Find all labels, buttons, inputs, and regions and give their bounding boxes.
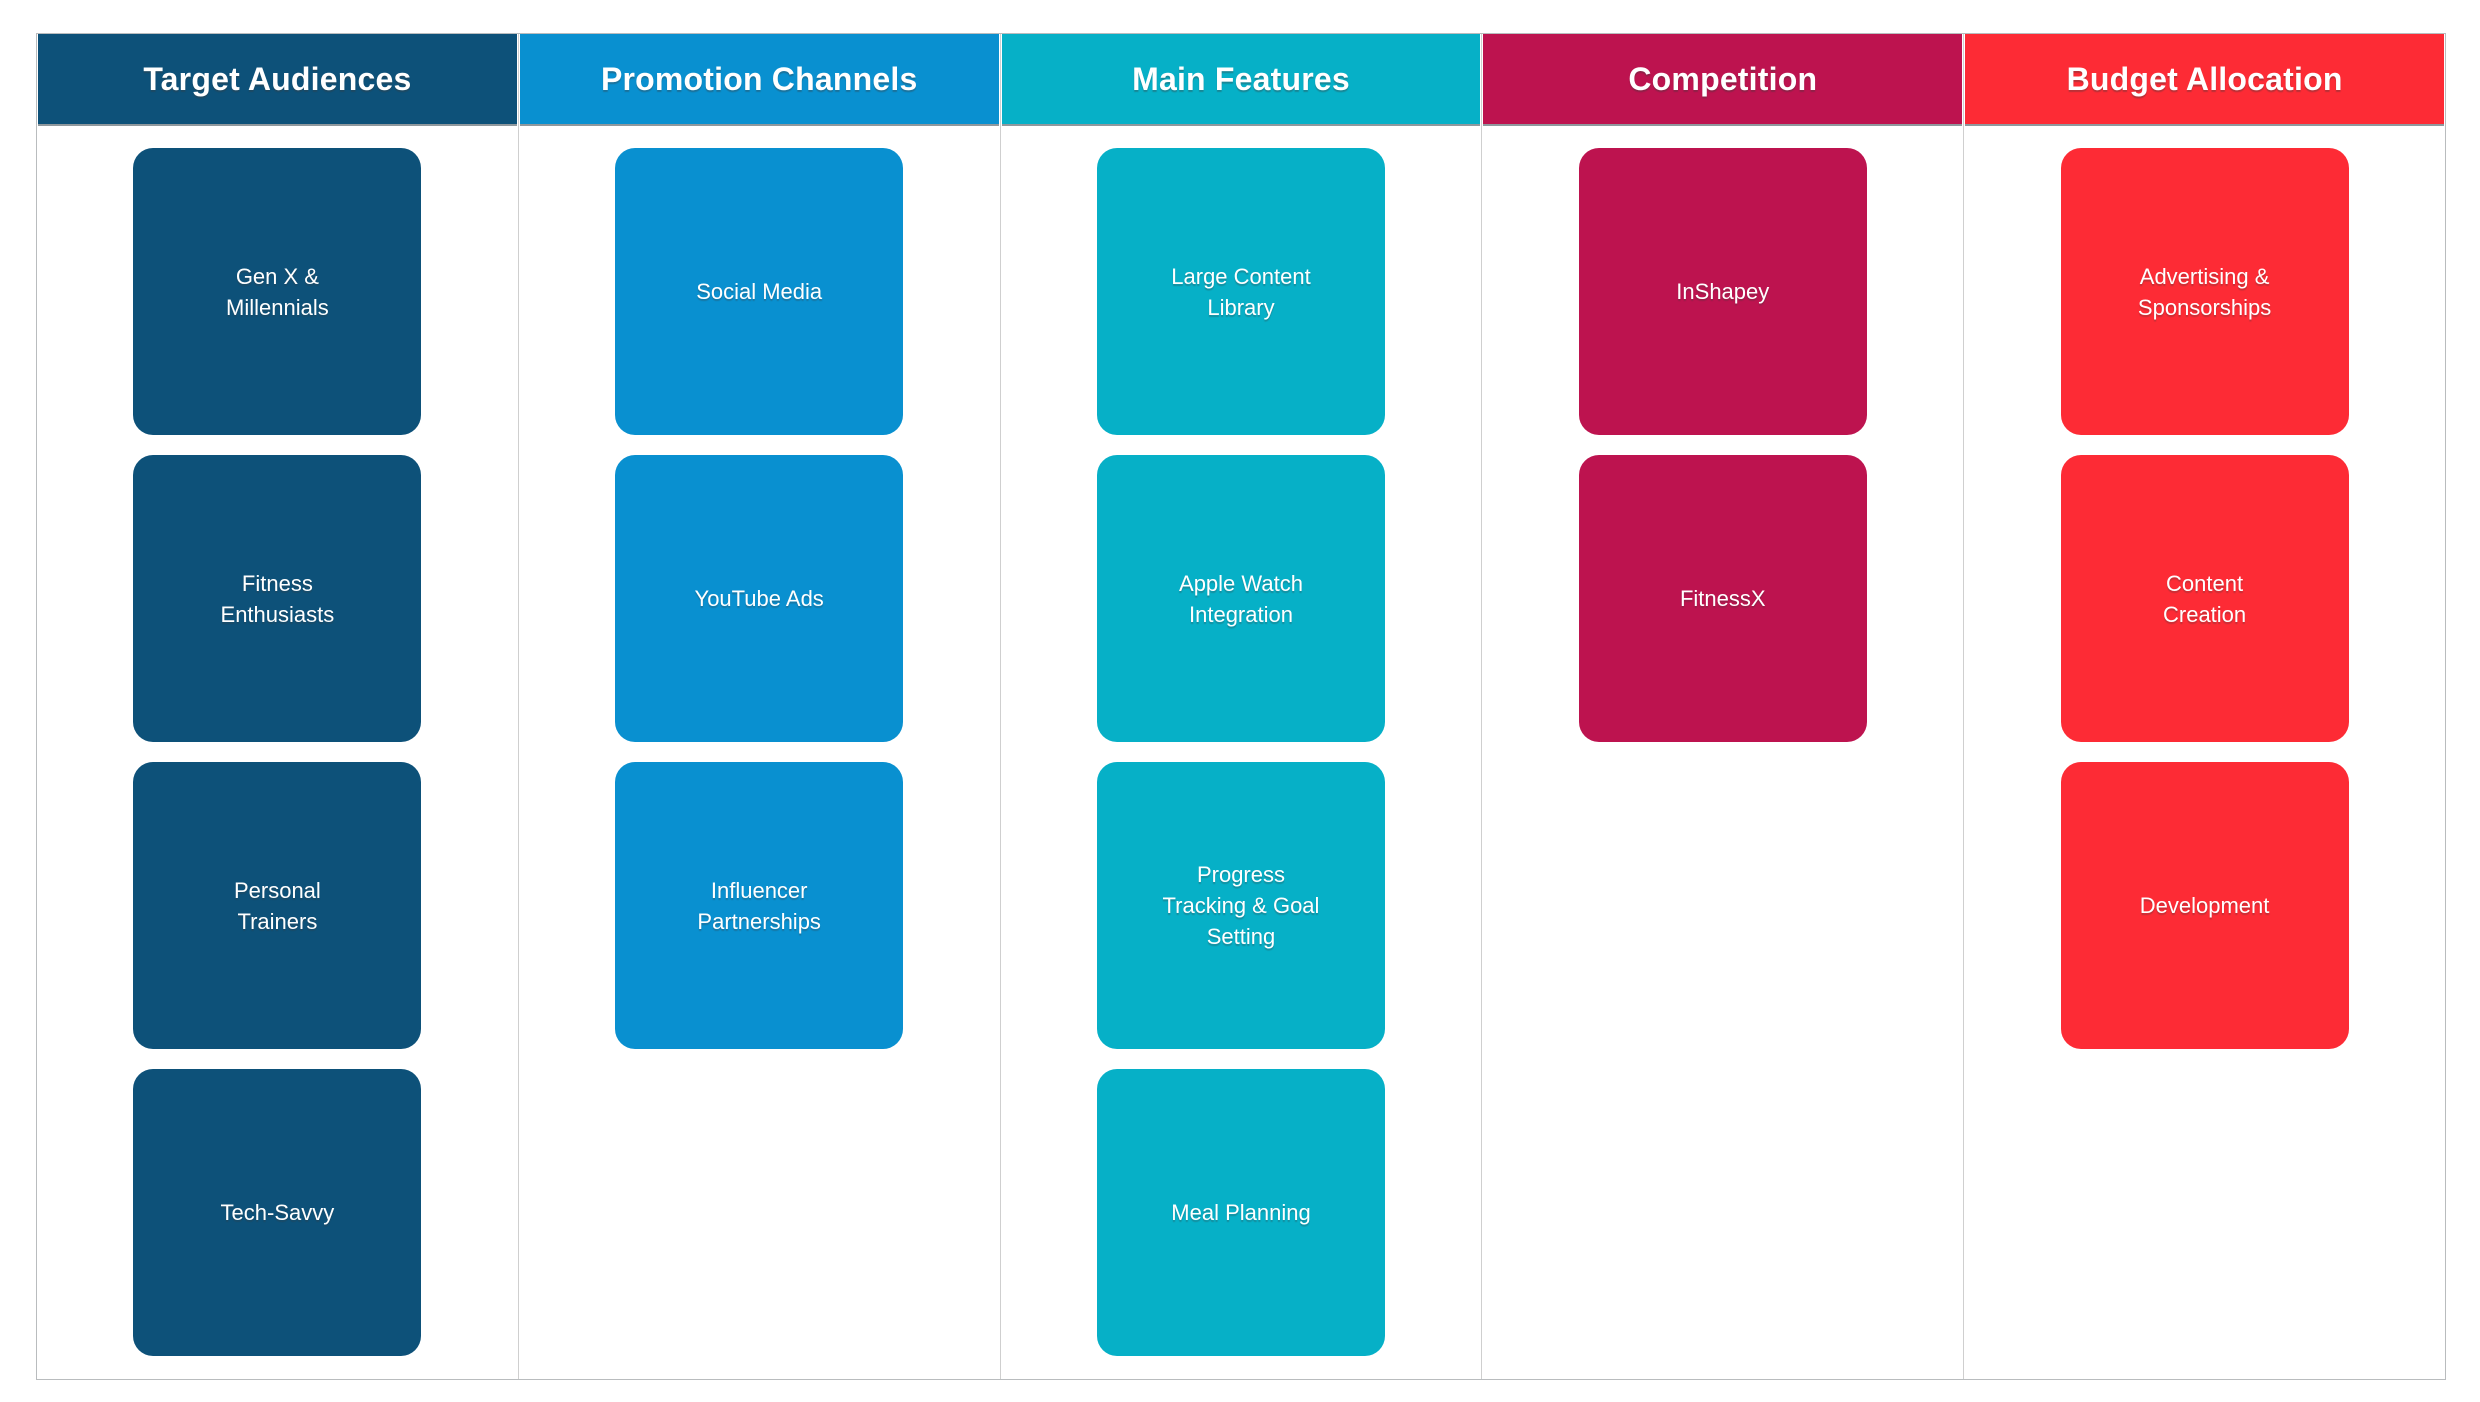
column-header: Main Features — [1001, 34, 1481, 126]
column-promotion-channels: Promotion Channels Social Media YouTube … — [519, 34, 1001, 1379]
column-title: Target Audiences — [143, 60, 412, 97]
column-body: Social Media YouTube Ads Influencer Part… — [519, 126, 1000, 1379]
card-tech-savvy[interactable]: Tech-Savvy — [133, 1069, 422, 1356]
column-title: Promotion Channels — [600, 60, 918, 97]
column-main-features: Main Features Large Content Library Appl… — [1001, 34, 1483, 1379]
card-influencer-partnerships[interactable]: Influencer Partnerships — [615, 762, 904, 1049]
card-advertising-sponsorships[interactable]: Advertising & Sponsorships — [2060, 148, 2349, 435]
column-title: Competition — [1628, 60, 1818, 97]
card-label: YouTube Ads — [694, 586, 824, 611]
card-meal-planning[interactable]: Meal Planning — [1096, 1069, 1385, 1356]
card-social-media[interactable]: Social Media — [615, 148, 904, 435]
card-fitnessx[interactable]: FitnessX — [1578, 455, 1867, 742]
card-progress-tracking-goal-setting[interactable]: Progress Tracking & Goal Setting — [1096, 762, 1385, 1049]
column-target-audiences: Target Audiences Gen X & Millennials Fit… — [37, 34, 519, 1379]
column-header: Budget Allocation — [1965, 34, 2444, 126]
card-content-creation[interactable]: Content Creation — [2060, 455, 2349, 742]
card-personal-trainers[interactable]: Personal Trainers — [133, 762, 422, 1049]
column-competition: Competition InShapey FitnessX — [1482, 34, 1965, 1379]
card-label: Influencer Partnerships — [697, 877, 821, 934]
column-budget-allocation: Budget Allocation Advertising & Sponsors… — [1964, 34, 2445, 1379]
column-header: Competition — [1483, 34, 1963, 126]
card-apple-watch-integration[interactable]: Apple Watch Integration — [1096, 455, 1385, 742]
card-label: Development — [2139, 893, 2270, 918]
card-label: Content Creation — [2163, 570, 2247, 627]
card-label: InShapey — [1676, 279, 1770, 304]
card-label: Social Media — [696, 279, 823, 304]
card-label: Gen X & Millennials — [226, 263, 329, 320]
column-body: InShapey FitnessX — [1482, 126, 1963, 1379]
column-header: Target Audiences — [38, 34, 517, 126]
card-inshapey[interactable]: InShapey — [1578, 148, 1867, 435]
column-header: Promotion Channels — [519, 34, 999, 126]
card-label: Apple Watch Integration — [1179, 570, 1303, 627]
card-label: Meal Planning — [1171, 1200, 1311, 1225]
card-gen-x-millennials[interactable]: Gen X & Millennials — [133, 148, 422, 435]
column-body: Large Content Library Apple Watch Integr… — [1001, 126, 1482, 1379]
card-label: FitnessX — [1679, 586, 1766, 611]
card-development[interactable]: Development — [2060, 762, 2349, 1049]
card-label: Personal Trainers — [233, 877, 321, 934]
card-label: Fitness Enthusiasts — [220, 570, 335, 627]
card-youtube-ads[interactable]: YouTube Ads — [615, 455, 904, 742]
card-label: Tech-Savvy — [220, 1200, 335, 1225]
column-body: Gen X & Millennials Fitness Enthusiasts … — [37, 126, 518, 1379]
column-title: Budget Allocation — [2066, 60, 2343, 97]
card-label: Large Content Library — [1171, 263, 1311, 320]
column-title: Main Features — [1132, 60, 1350, 97]
card-label: Advertising & Sponsorships — [2137, 263, 2272, 320]
column-body: Advertising & Sponsorships Content Creat… — [1964, 126, 2445, 1379]
card-label: Progress Tracking & Goal Setting — [1162, 862, 1320, 949]
card-large-content-library[interactable]: Large Content Library — [1096, 148, 1385, 435]
card-fitness-enthusiasts[interactable]: Fitness Enthusiasts — [133, 455, 422, 742]
kanban-board: Target Audiences Gen X & Millennials Fit… — [36, 33, 2446, 1380]
